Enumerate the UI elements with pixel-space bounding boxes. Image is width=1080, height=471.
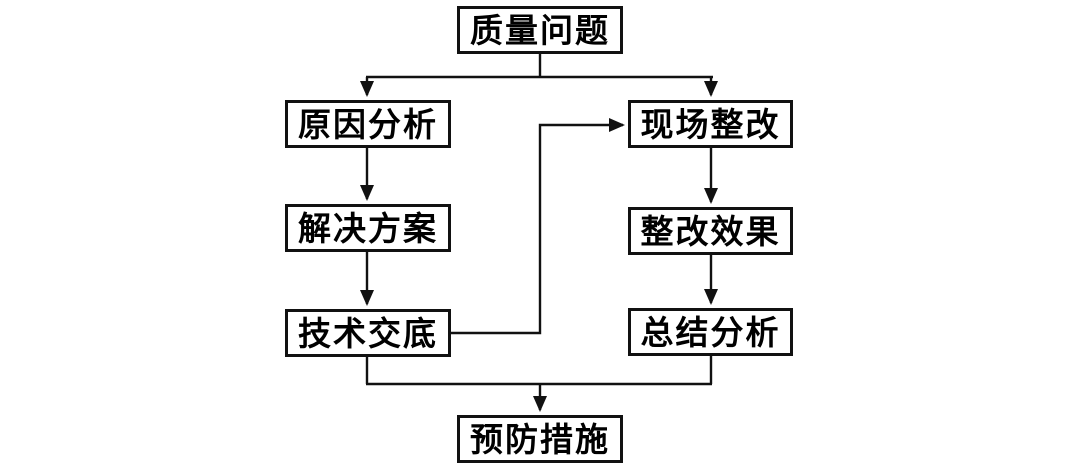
node-cause-analysis-label: 原因分析 — [298, 105, 438, 143]
node-rectification-effect: 整改效果 — [628, 207, 793, 255]
node-quality-problem: 质量问题 — [457, 6, 623, 54]
node-solution-plan-label: 解决方案 — [298, 209, 438, 247]
node-solution-plan: 解决方案 — [285, 204, 451, 252]
edge-merge-bar — [365, 356, 713, 386]
node-technical-disclosure: 技术交底 — [285, 309, 451, 357]
node-preventive-measures-label: 预防措施 — [470, 420, 610, 458]
node-quality-problem-label: 质量问题 — [470, 11, 610, 49]
edge-disclosure-to-rectification — [451, 118, 625, 335]
node-technical-disclosure-label: 技术交底 — [298, 314, 438, 352]
node-summary-analysis: 总结分析 — [628, 308, 793, 356]
node-site-rectification-label: 现场整改 — [640, 105, 781, 143]
node-preventive-measures: 预防措施 — [457, 415, 623, 463]
node-cause-analysis: 原因分析 — [285, 100, 451, 148]
node-summary-analysis-label: 总结分析 — [640, 313, 781, 351]
edge-trunk-top — [366, 54, 713, 79]
node-rectification-effect-label: 整改效果 — [640, 212, 781, 250]
node-site-rectification: 现场整改 — [628, 100, 793, 148]
